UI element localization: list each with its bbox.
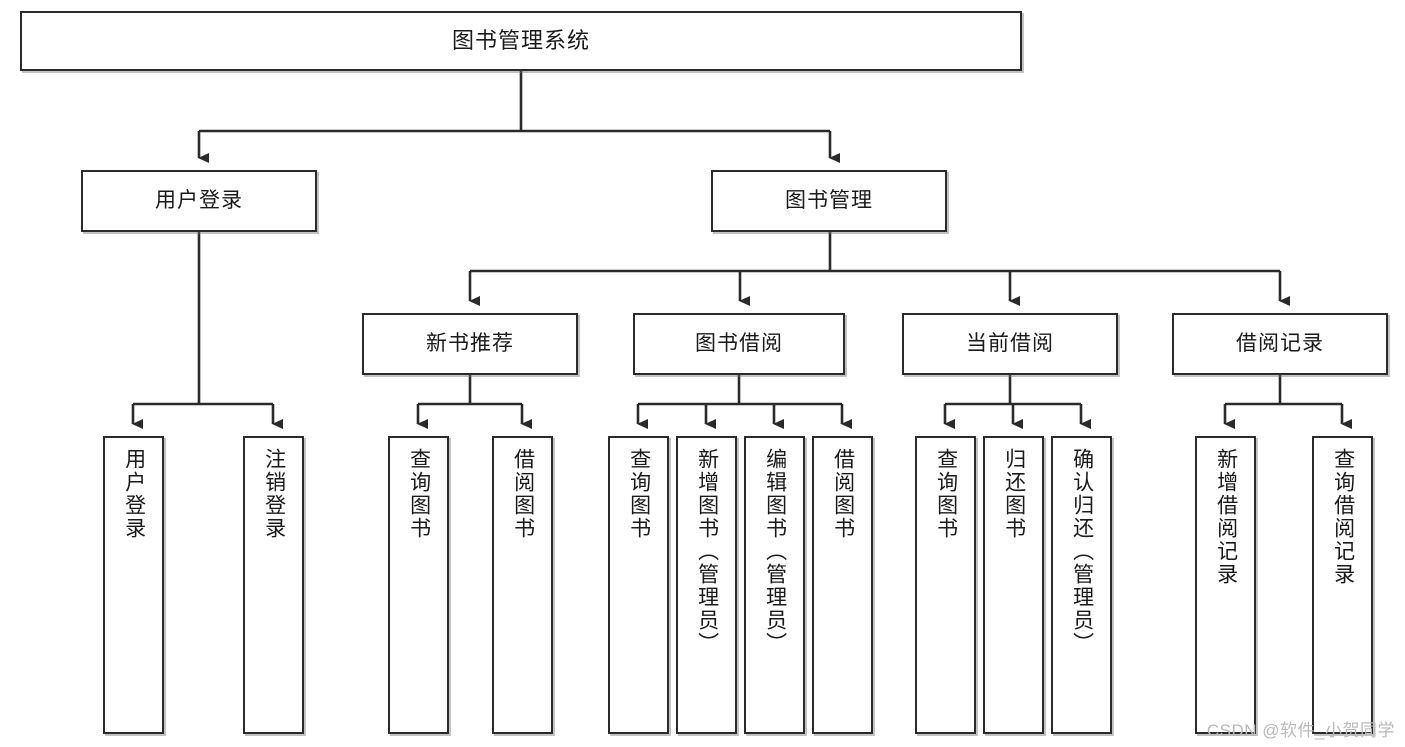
leaf-user-logout[interactable]: 注销登录 [243,436,304,734]
node-label: 查询借阅记录 [1331,448,1355,586]
node-label: 查询图书 [627,448,651,540]
node-borrow-record[interactable]: 借阅记录 [1172,313,1388,375]
node-label: 借阅图书 [831,448,855,540]
node-label: 归还图书 [1002,448,1026,540]
node-label: 新增借阅记录 [1214,448,1238,586]
leaf-recommend-borrow-book[interactable]: 借阅图书 [492,436,553,734]
node-label: 查询图书 [934,448,958,540]
node-label: 用户登录 [122,448,146,540]
node-label: 确认归还（管理员） [1070,448,1094,655]
leaf-recommend-query-book[interactable]: 查询图书 [388,436,449,734]
node-book-borrow[interactable]: 图书借阅 [633,313,845,375]
node-user-login[interactable]: 用户登录 [81,170,317,232]
node-label: 借阅图书 [511,448,535,540]
leaf-borrow-borrow-book[interactable]: 借阅图书 [812,436,873,734]
leaf-borrow-query-book[interactable]: 查询图书 [608,436,669,734]
leaf-current-confirm-return-admin[interactable]: 确认归还（管理员） [1051,436,1112,734]
node-new-book-recommend[interactable]: 新书推荐 [362,313,578,375]
node-label: 新增图书（管理员） [695,448,719,655]
node-label: 新书推荐 [426,331,514,355]
node-current-borrow[interactable]: 当前借阅 [902,313,1118,375]
node-label: 查询图书 [407,448,431,540]
node-label: 注销登录 [262,448,286,540]
node-book-management[interactable]: 图书管理 [711,170,947,232]
node-label: 借阅记录 [1236,331,1324,355]
leaf-record-query-record[interactable]: 查询借阅记录 [1312,436,1373,734]
leaf-current-query-book[interactable]: 查询图书 [915,436,976,734]
node-root-system[interactable]: 图书管理系统 [20,11,1022,71]
leaf-user-login[interactable]: 用户登录 [103,436,164,734]
leaf-record-add-record[interactable]: 新增借阅记录 [1195,436,1256,734]
node-label: 图书管理系统 [451,28,590,54]
node-label: 图书管理 [785,188,873,212]
leaf-borrow-edit-book-admin[interactable]: 编辑图书（管理员） [744,436,805,734]
node-label: 编辑图书（管理员） [763,448,787,655]
node-label: 当前借阅 [966,331,1054,355]
node-label: 用户登录 [155,188,243,212]
leaf-current-return-book[interactable]: 归还图书 [983,436,1044,734]
node-label: 图书借阅 [695,331,783,355]
leaf-borrow-add-book-admin[interactable]: 新增图书（管理员） [676,436,737,734]
